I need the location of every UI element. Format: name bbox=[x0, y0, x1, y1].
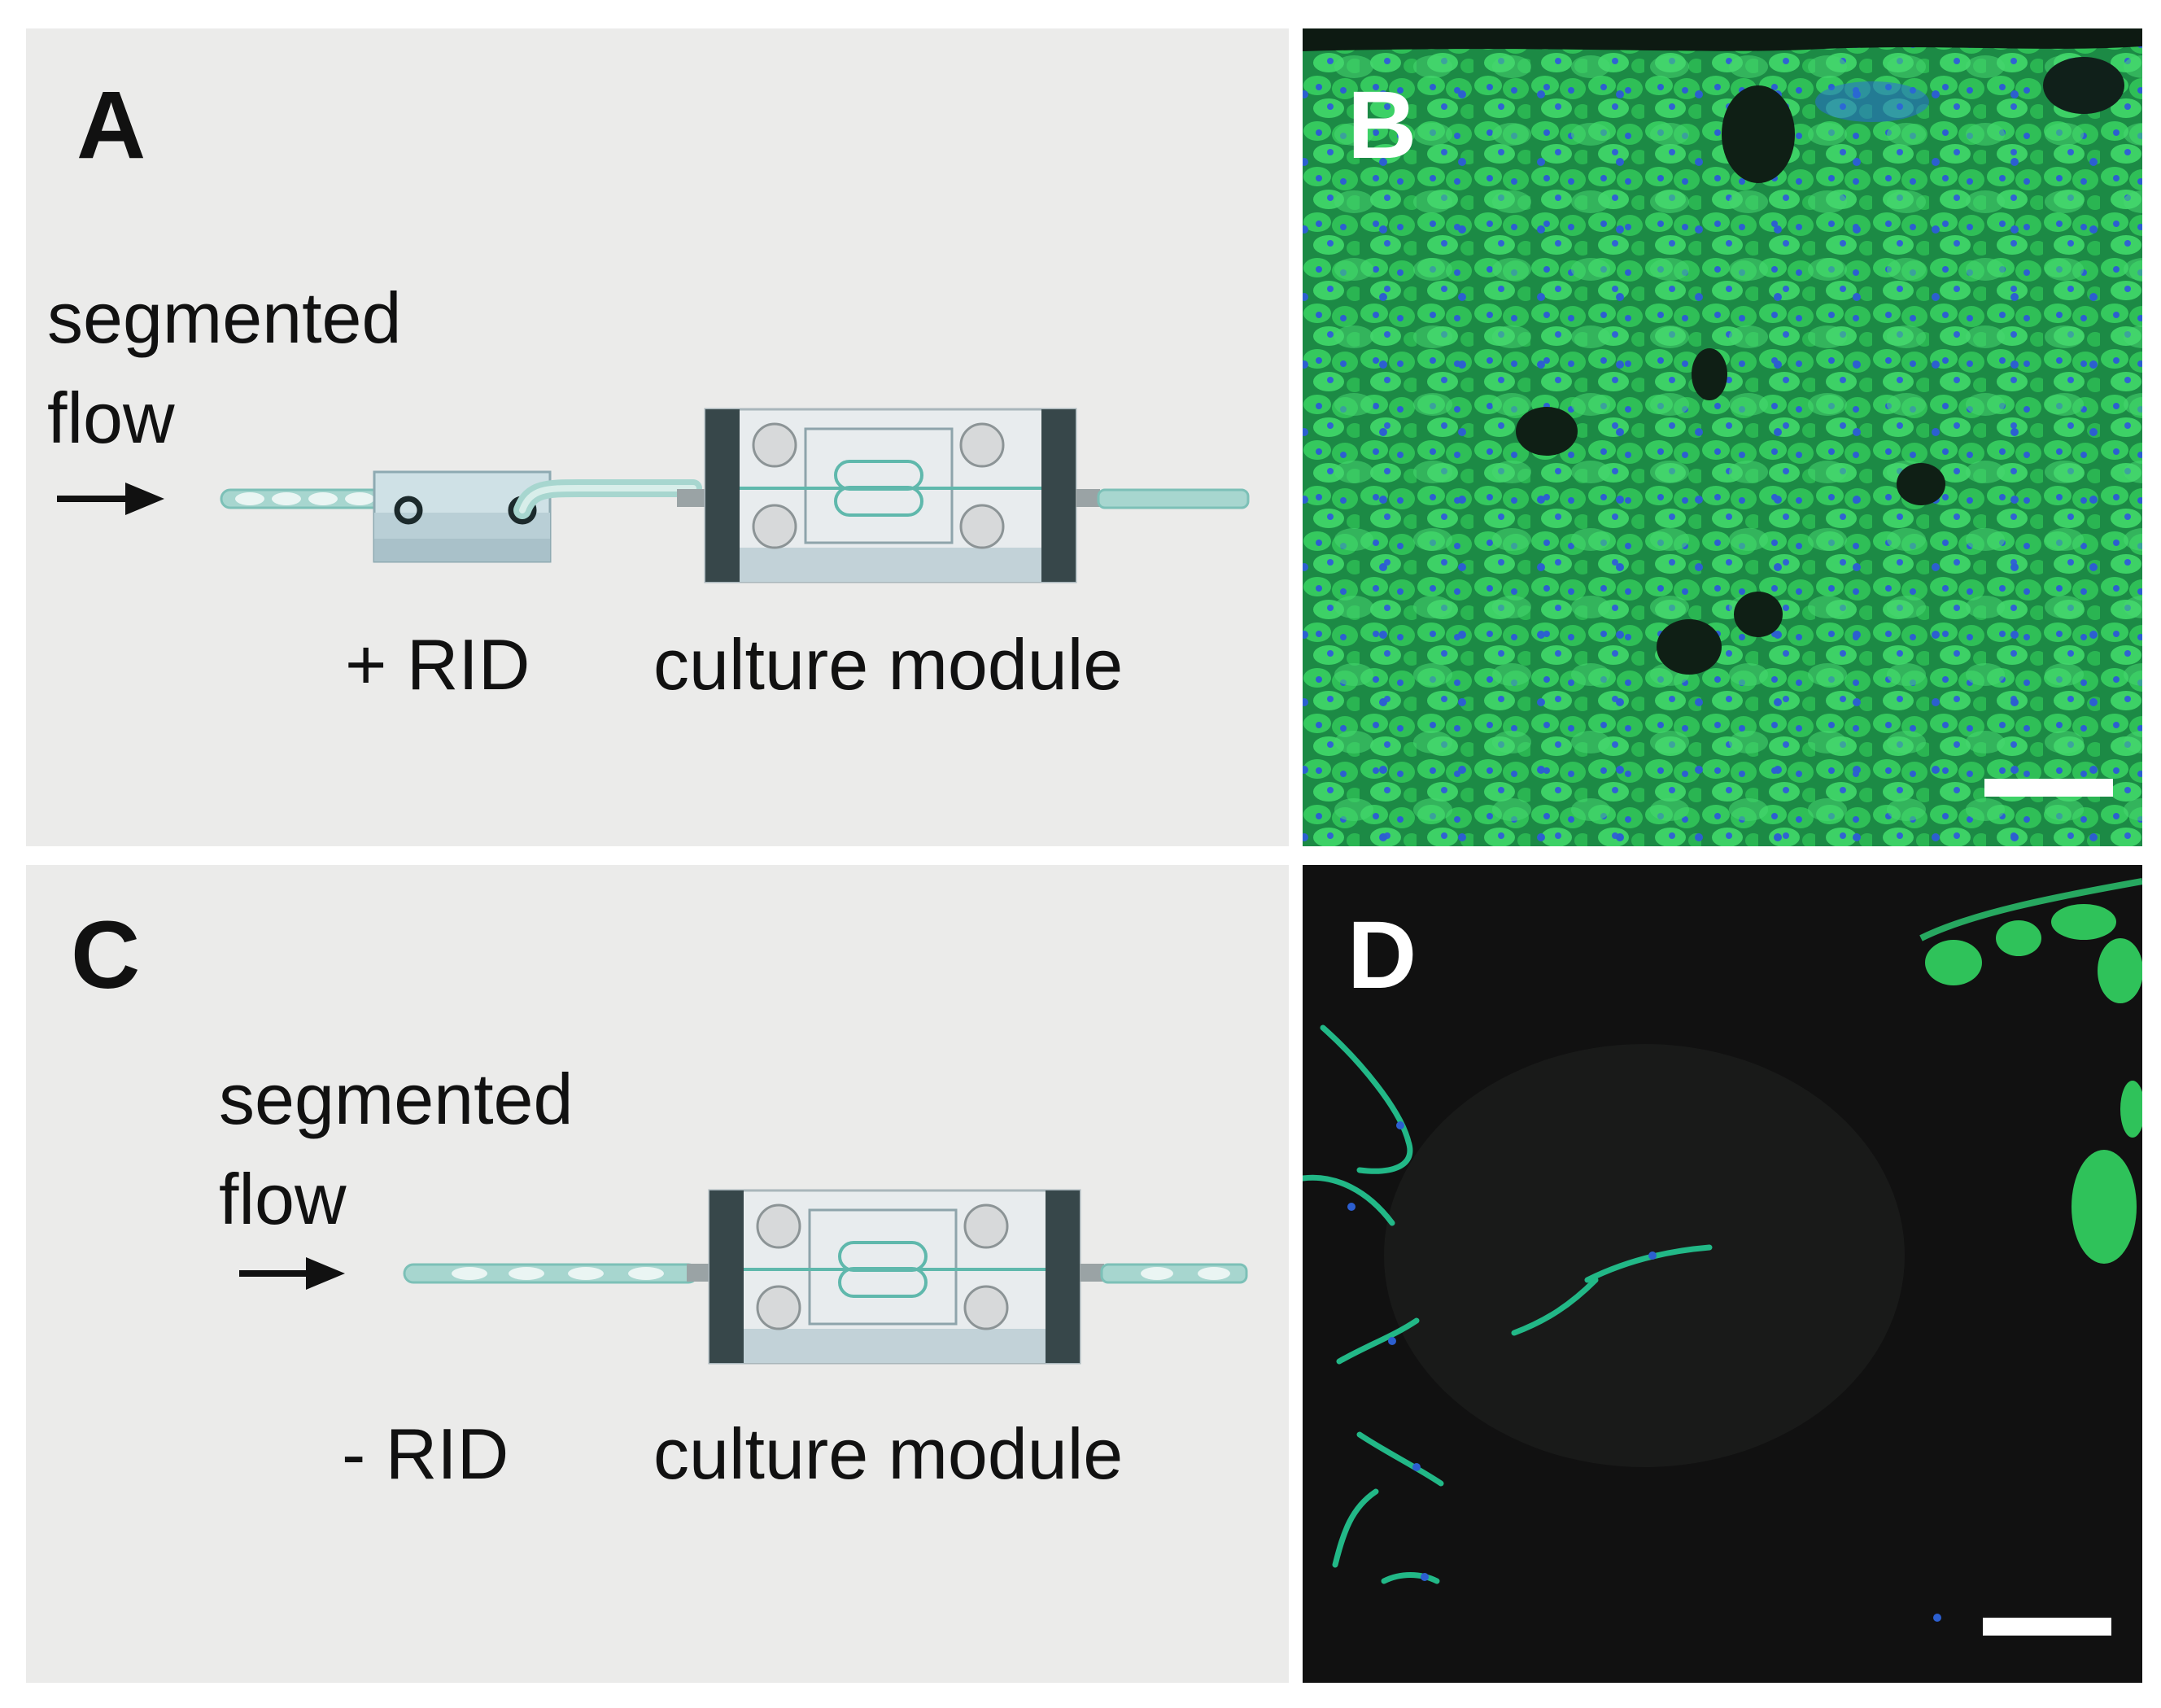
scale-bar-b bbox=[1984, 779, 2113, 797]
culture-module-label: culture module bbox=[653, 1413, 1124, 1494]
scale-bar-d bbox=[1983, 1618, 2111, 1636]
culture-module bbox=[704, 408, 1077, 583]
outlet-tubing bbox=[1100, 1263, 1248, 1284]
panel-letter-a: A bbox=[76, 72, 146, 179]
setup-diagram-c bbox=[239, 1189, 1248, 1365]
culture-module bbox=[708, 1189, 1081, 1365]
inlet-tubing bbox=[220, 488, 406, 509]
segmented-flow-label: segmented bbox=[47, 277, 402, 358]
culture-module-label: culture module bbox=[653, 624, 1124, 705]
panel-b: B bbox=[1303, 28, 2142, 846]
right-arrow-icon bbox=[57, 483, 164, 515]
panel-letter-c: C bbox=[71, 902, 141, 1009]
panel-c: C segmented flow bbox=[26, 865, 1289, 1683]
rid-label: + RID bbox=[345, 624, 530, 705]
segmented-flow-label: segmented bbox=[219, 1059, 574, 1139]
flow-label: flow bbox=[219, 1159, 347, 1239]
fluorescence-micrograph-b bbox=[1303, 28, 2142, 846]
setup-diagram-a bbox=[57, 408, 1250, 583]
rid-label: - RID bbox=[342, 1413, 509, 1494]
right-arrow-icon bbox=[239, 1257, 345, 1290]
panel-letter-d: D bbox=[1347, 902, 1417, 1009]
inlet-tubing bbox=[403, 1263, 699, 1284]
outlet-tubing bbox=[1097, 488, 1250, 509]
panel-letter-b: B bbox=[1347, 72, 1417, 179]
flow-label: flow bbox=[47, 378, 175, 458]
panel-d: D bbox=[1303, 865, 2142, 1683]
panel-a: A segmented flow bbox=[26, 28, 1289, 846]
fluorescence-micrograph-d bbox=[1303, 865, 2142, 1683]
